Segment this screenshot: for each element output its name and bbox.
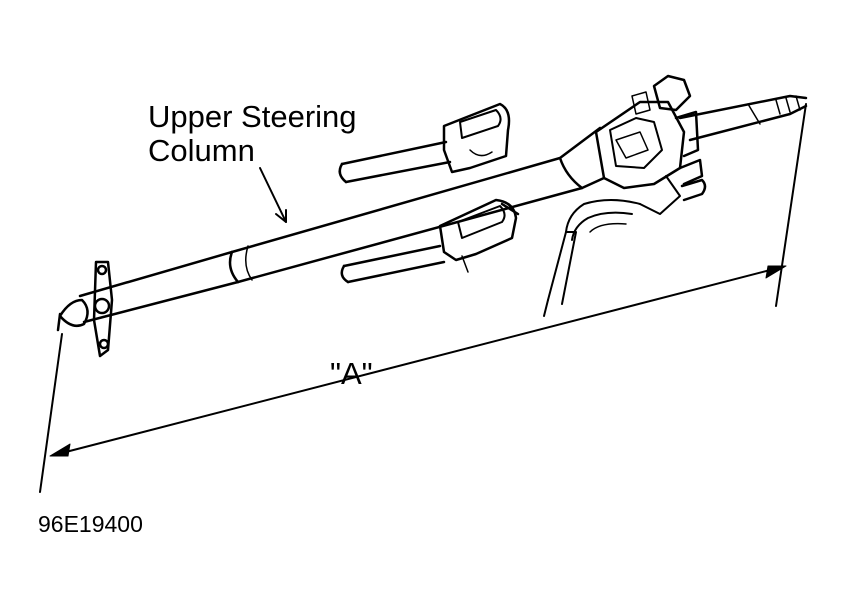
lower-flange (56, 260, 114, 358)
lower-mounting-bracket (340, 198, 520, 284)
callout-line-1: Upper Steering (148, 99, 357, 134)
dimension-a-label: "A" (330, 356, 373, 391)
upper-shaft (678, 94, 808, 142)
wiring-harness (543, 199, 641, 317)
tilt-lever (680, 178, 707, 202)
callout-line-2: Column (148, 133, 255, 168)
switch-housing (558, 74, 704, 215)
callout-leader (259, 167, 287, 223)
upper-steering-column-label: Upper Steering Column (148, 100, 357, 168)
upper-mounting-bracket (338, 102, 511, 184)
figure-id: 96E19400 (38, 511, 143, 537)
dimension-a (39, 103, 807, 493)
